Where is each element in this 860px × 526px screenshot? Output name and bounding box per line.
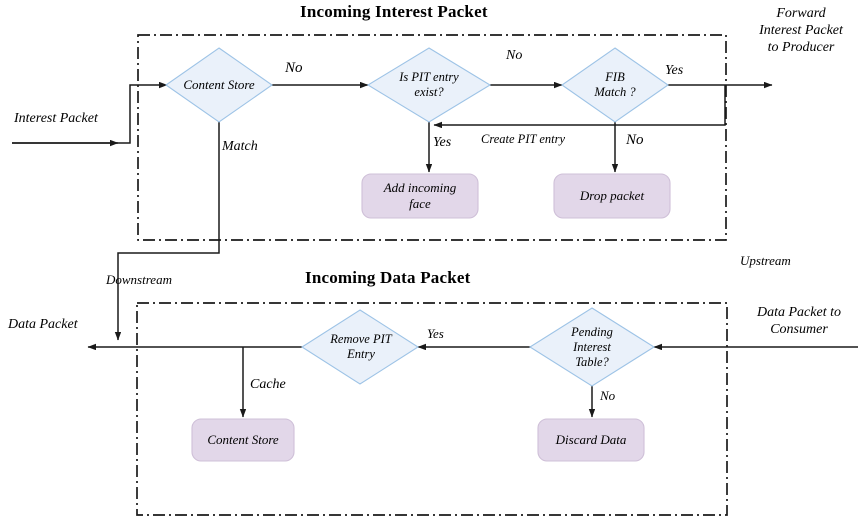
node-is-pit-entry-exist[interactable] xyxy=(366,47,492,123)
io-label-data-packet: Data Packet xyxy=(8,317,78,332)
upstream-region-box xyxy=(137,34,727,241)
title-incoming-data-packet: Incoming Data Packet xyxy=(305,268,471,287)
downstream-region-box xyxy=(136,302,728,516)
edge-label-upstream: Upstream xyxy=(740,253,791,268)
node-content-store-cache[interactable] xyxy=(191,418,295,462)
node-drop-packet[interactable] xyxy=(553,173,671,219)
io-label-data-packet-to-consumer: Data Packet to Consumer xyxy=(740,304,858,338)
io-label-forward-line3: to Producer xyxy=(767,40,835,56)
edge-label-create-pit-entry: Create PIT entry xyxy=(481,132,566,146)
title-incoming-interest-packet: Incoming Interest Packet xyxy=(300,2,488,21)
node-content-store[interactable] xyxy=(165,47,273,123)
edge-label-pit-yes: Yes xyxy=(433,135,452,150)
edge-label-cs-no: No xyxy=(285,60,303,76)
node-remove-pit-entry[interactable] xyxy=(300,309,420,385)
edge-cs-match-downstream xyxy=(114,122,220,341)
node-discard-data[interactable] xyxy=(537,418,645,462)
io-label-forward-line2: Interest Packet xyxy=(759,23,843,39)
edge-label-fib-yes: Yes xyxy=(665,63,684,78)
edge-label-cache: Cache xyxy=(250,377,286,392)
io-label-interest-packet: Interest Packet xyxy=(14,111,98,126)
edge-label-pit-no: No xyxy=(506,48,523,63)
edge-label-pit-table-no: No xyxy=(600,388,616,403)
node-fib-match[interactable] xyxy=(561,47,669,123)
node-pending-interest-table[interactable] xyxy=(528,307,656,387)
edge-label-pit-table-yes: Yes xyxy=(427,326,444,341)
edge-create-pit-entry xyxy=(433,85,726,129)
edge-label-downstream: Downstream xyxy=(106,272,172,287)
io-label-consumer-line1: Data Packet to xyxy=(757,305,841,320)
edge-label-cs-match: Match xyxy=(222,139,258,154)
io-label-forward-line1: Forward xyxy=(776,6,826,21)
io-label-forward-interest-packet: Forward Interest Packet to Producer xyxy=(745,5,857,56)
io-label-consumer-line2: Consumer xyxy=(770,322,828,338)
edge-label-fib-no: No xyxy=(626,132,644,148)
node-add-incoming-face[interactable] xyxy=(361,173,479,219)
